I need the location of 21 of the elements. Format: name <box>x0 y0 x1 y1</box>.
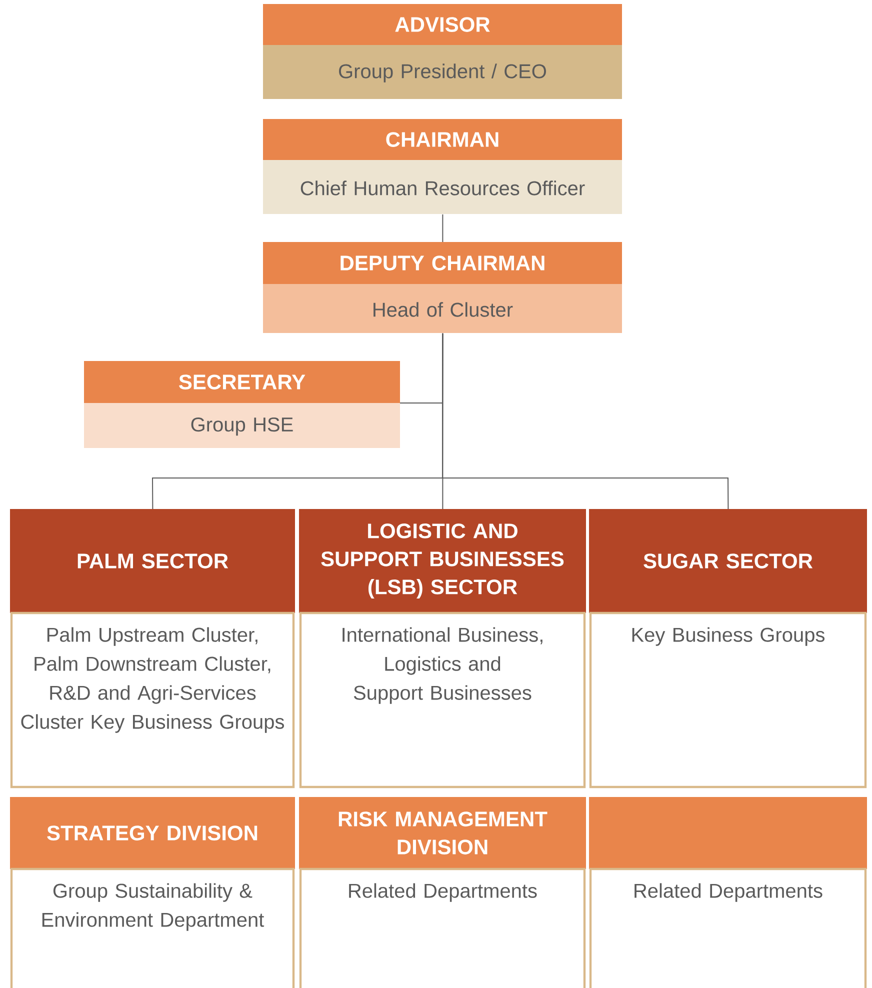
node-label: LOGISTIC AND SUPPORT BUSINESSES (LSB) SECTOR <box>321 523 564 599</box>
node-label: ADVISOR <box>395 17 490 32</box>
org-box: DEPUTY CHAIRMAN Head of Cluster <box>263 242 622 333</box>
node-label: CHAIRMAN <box>386 132 498 147</box>
org-box: STRATEGY DIVISION Group Sustainability & Environment Department <box>10 797 295 988</box>
org-box: Related Departments <box>589 797 867 988</box>
org-box: SUGAR SECTOR Key Business Groups <box>589 509 867 788</box>
org-box: CHAIRMAN Chief Human Resources Officer <box>263 119 622 214</box>
node-label: STRATEGY DIVISION <box>47 826 258 840</box>
org-box: PALM SECTOR Palm Upstream Cluster, Palm Downstream Cluster, R&D and Agri-Services Cluster Key Business Groups <box>10 509 295 788</box>
connector-line <box>442 214 444 242</box>
org-box: SECRETARY Group HSE <box>84 361 400 448</box>
org-box: RISK MANAGEMENT DIVISION Related Departments <box>299 797 586 988</box>
org-box: LOGISTIC AND SUPPORT BUSINESSES (LSB) SECTOR International Business, Logistics and Support Businesses <box>299 509 586 788</box>
node-label: SECRETARY <box>179 374 306 390</box>
node-label: DEPUTY CHAIRMAN <box>340 256 544 270</box>
org-box: ADVISOR Group President / CEO <box>263 4 622 99</box>
node-label: SUGAR SECTOR <box>644 554 813 568</box>
connector-line <box>442 332 729 510</box>
node-label: RISK MANAGEMENT DIVISION <box>338 812 548 854</box>
node-label: PALM SECTOR <box>78 554 228 568</box>
